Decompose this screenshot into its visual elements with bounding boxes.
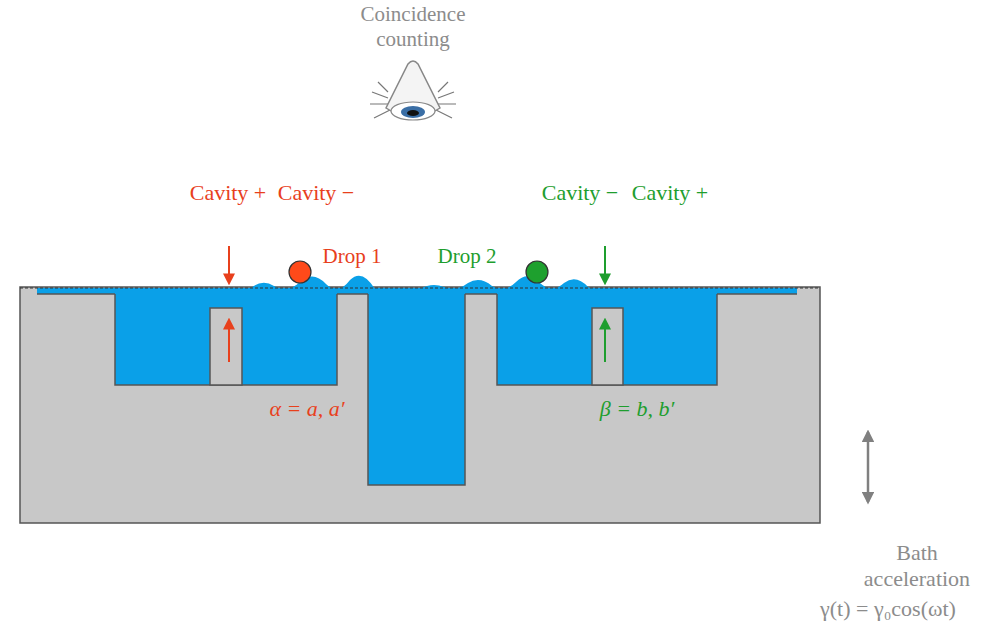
drop bbox=[526, 261, 548, 283]
cavity-outline bbox=[37, 294, 797, 485]
detector-eye bbox=[370, 61, 456, 120]
fluid bbox=[37, 288, 797, 485]
detector-label: Coincidence counting bbox=[348, 2, 478, 52]
measure-arrow bbox=[604, 246, 606, 283]
measure-arrow bbox=[604, 320, 606, 362]
formula-label: γ(t) = γ₀cos(ωt) bbox=[788, 596, 988, 622]
surface-wave bbox=[420, 276, 610, 291]
acceleration-arrow bbox=[867, 432, 870, 502]
cavity-label: Cavity − bbox=[540, 180, 620, 206]
cavity-label: Cavity − bbox=[276, 180, 356, 206]
parameter-label: α = a, a′ bbox=[207, 396, 407, 422]
bath-body bbox=[20, 287, 820, 523]
rest-level bbox=[20, 288, 820, 289]
measure-arrow bbox=[228, 246, 230, 283]
cavity-label: Cavity + bbox=[630, 180, 710, 206]
acceleration-label: Bath acceleration bbox=[855, 540, 979, 593]
surface-wave bbox=[250, 276, 375, 290]
drop bbox=[289, 261, 311, 283]
measure-arrow bbox=[228, 320, 230, 362]
pillar bbox=[210, 308, 242, 385]
parameter-label: β = b, b′ bbox=[537, 396, 737, 422]
cavity-label: Cavity + bbox=[188, 180, 268, 206]
drop-label: Drop 1 bbox=[314, 244, 390, 269]
pillar bbox=[592, 308, 623, 385]
drop-label: Drop 2 bbox=[429, 244, 505, 269]
